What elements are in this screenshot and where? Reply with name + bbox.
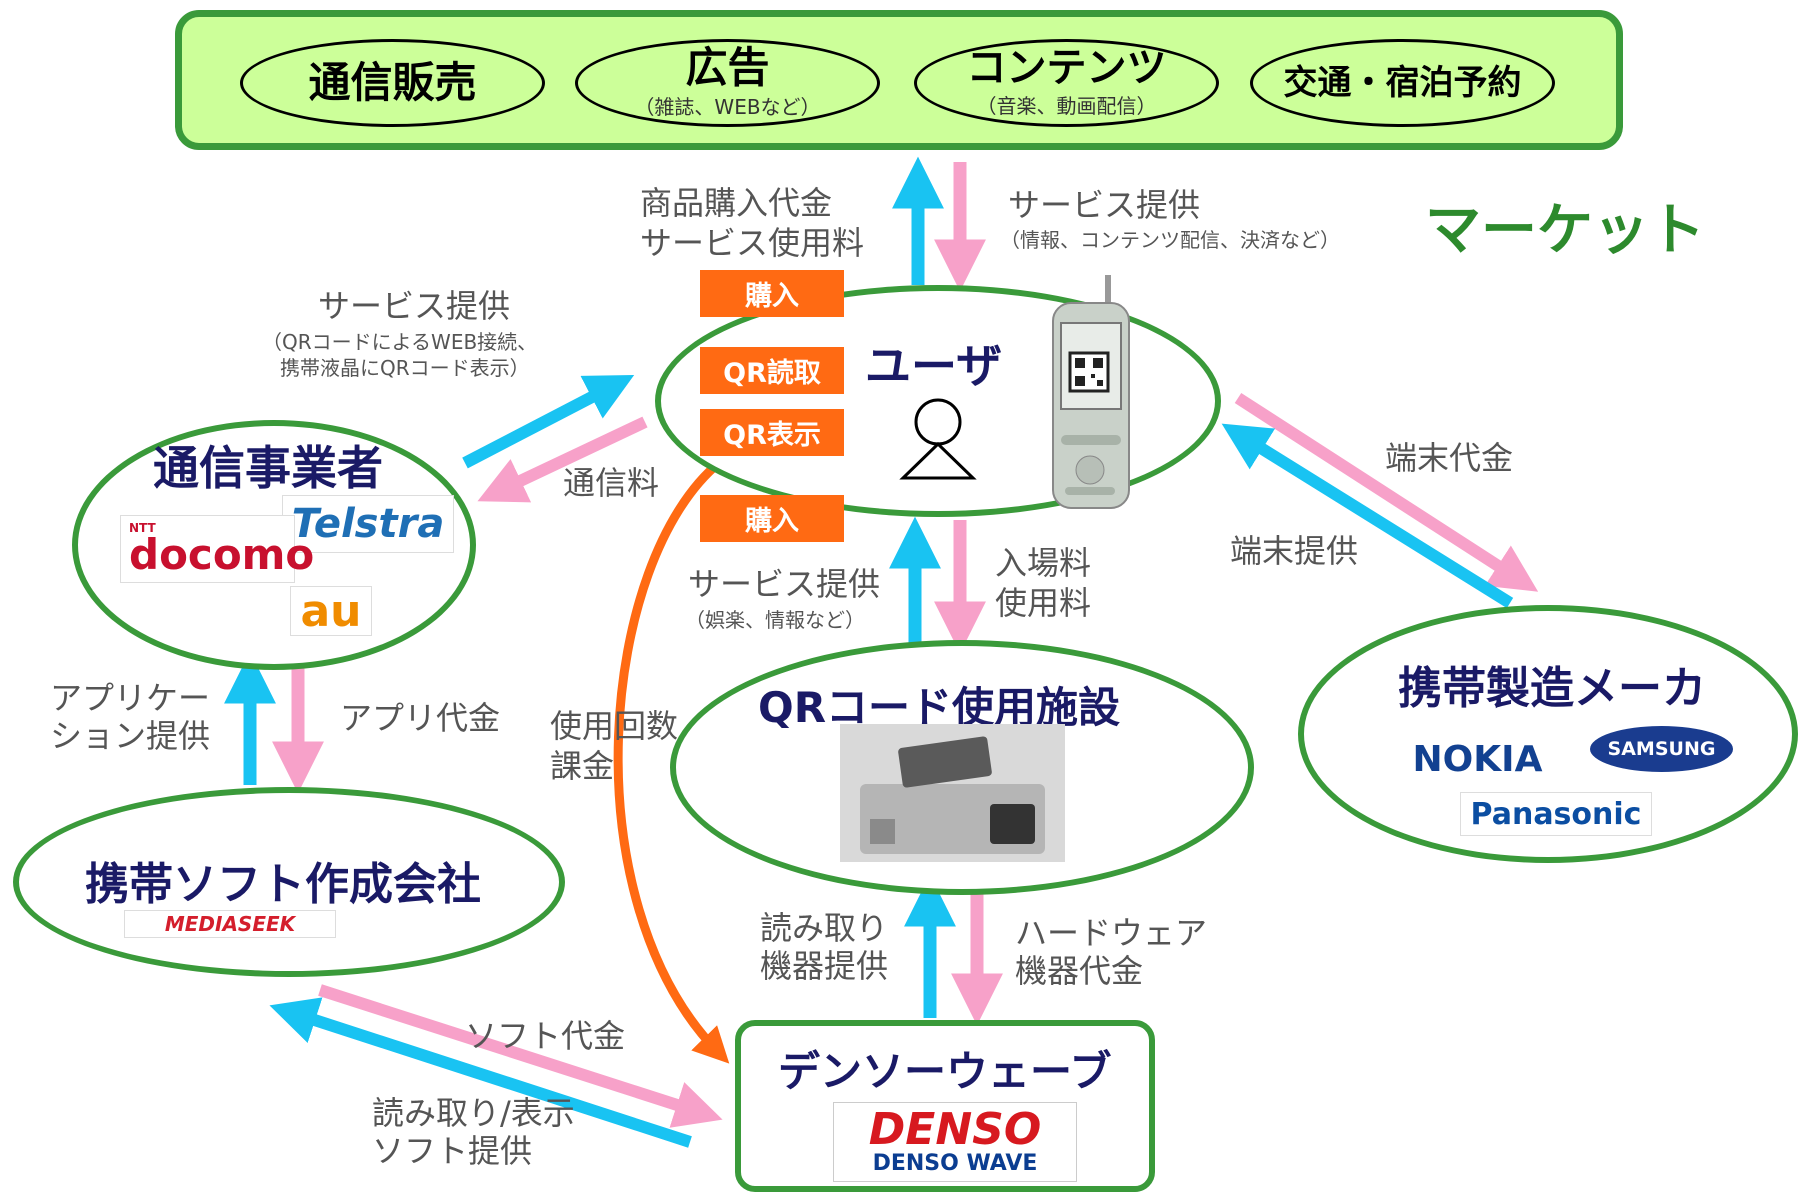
market-item-contents: コンテンツ （音楽、動画配信）	[914, 39, 1219, 127]
label-carrier-service-detail-1: （QRコードによるWEB接続、	[262, 330, 538, 354]
arrow-soft-to-denso	[318, 984, 723, 1128]
au-logo-text: au	[300, 585, 362, 637]
mediaseek-logo: MEDIASEEK	[124, 910, 336, 938]
label-carrier-service: サービス提供	[318, 287, 511, 325]
market-item-title: 交通・宿泊予約	[1283, 63, 1522, 103]
qr-reader-photo	[840, 724, 1065, 862]
label-terminal-price: 端末代金	[1385, 439, 1514, 477]
label-facility-service: サービス提供	[688, 565, 881, 603]
market-item-subtitle: （音楽、動画配信）	[976, 93, 1157, 118]
arrow-user-to-maker	[1234, 392, 1539, 592]
badge-qr-read: QR読取	[700, 347, 844, 394]
label-terminal-provide: 端末提供	[1230, 532, 1359, 570]
label-soft-provide-2: ソフト提供	[372, 1132, 533, 1170]
docomo-logo-text: docomo	[129, 530, 315, 579]
samsung-logo: SAMSUNG	[1590, 726, 1733, 772]
market-item-title: 広告	[685, 42, 770, 92]
label-reader-provide-1: 読み取り	[760, 909, 889, 947]
label-usage-billing-1: 使用回数	[550, 707, 679, 745]
user-icon	[899, 398, 977, 480]
nokia-logo: NOKIA	[1390, 738, 1565, 780]
label-hardware-price-2: 機器代金	[1015, 952, 1144, 990]
label-app-provide-1: アプリケー	[50, 679, 211, 717]
denso-logo: DENSO DENSO WAVE	[833, 1102, 1077, 1182]
denso-title: デンソーウェーブ	[778, 1047, 1112, 1096]
denso-logo-text: DENSO	[868, 1103, 1042, 1155]
panasonic-logo-text: Panasonic	[1470, 796, 1642, 832]
market-box: 通信販売 広告 （雑誌、WEBなど） コンテンツ （音楽、動画配信） 交通・宿泊…	[175, 10, 1623, 150]
market-item-mail-order: 通信販売	[240, 39, 545, 127]
docomo-logo: NTT docomo	[120, 515, 314, 583]
arrow-maker-to-user	[1221, 423, 1514, 609]
badge-purchase-bottom: 購入	[700, 495, 844, 542]
nokia-logo-text: NOKIA	[1412, 738, 1543, 780]
mobile-phone-icon	[1052, 275, 1130, 509]
panasonic-logo: Panasonic	[1460, 792, 1652, 836]
soft-company-node	[13, 787, 565, 977]
label-comm-fee: 通信料	[563, 464, 660, 502]
market-label: マーケット	[1425, 198, 1705, 263]
label-market-payment-1: 商品購入代金	[640, 184, 833, 222]
market-item-travel-booking: 交通・宿泊予約	[1250, 39, 1555, 127]
label-facility-service-detail: （娯楽、情報など）	[685, 608, 865, 632]
label-entry-fee-2: 使用料	[995, 584, 1092, 622]
denso-wave-logo-text: DENSO WAVE	[872, 1150, 1038, 1176]
telstra-logo: Telstra	[282, 495, 454, 553]
arrow-denso-to-soft	[269, 997, 692, 1148]
mediaseek-logo-text: MEDIASEEK	[164, 912, 296, 936]
telstra-logo-text: Telstra	[291, 501, 445, 547]
docomo-logo-ntt: NTT	[129, 521, 156, 535]
label-usage-billing-2: 課金	[550, 747, 615, 785]
arrow-usage-billing	[613, 458, 730, 1064]
badge-purchase-top: 購入	[700, 270, 844, 317]
label-soft-price: ソフト代金	[465, 1017, 626, 1055]
label-carrier-service-detail-2: 携帯液晶にQRコード表示）	[280, 356, 530, 380]
au-logo: au	[290, 585, 372, 637]
arrow-user-to-carrier	[477, 416, 648, 503]
arrow-carrier-to-user	[462, 375, 635, 469]
market-item-subtitle: （雑誌、WEBなど）	[634, 94, 821, 119]
maker-title: 携帯製造メーカ	[1398, 663, 1706, 714]
label-market-service: サービス提供	[1008, 186, 1201, 224]
carrier-title: 通信事業者	[153, 441, 383, 495]
label-soft-provide-1: 読み取り/表示	[372, 1094, 575, 1132]
user-title: ユーザ	[865, 339, 1003, 393]
market-item-advertising: 広告 （雑誌、WEBなど）	[575, 39, 880, 127]
market-item-title: 通信販売	[308, 58, 477, 107]
label-app-price: アプリ代金	[340, 699, 501, 737]
label-market-service-detail: （情報、コンテンツ配信、決済など）	[1000, 228, 1340, 252]
badge-qr-show: QR表示	[700, 409, 844, 456]
label-reader-provide-2: 機器提供	[760, 947, 889, 985]
label-hardware-price-1: ハードウェア	[1015, 914, 1208, 952]
label-market-payment-2: サービス使用料	[640, 224, 865, 262]
samsung-logo-text: SAMSUNG	[1607, 738, 1716, 760]
facility-title: QRコード使用施設	[758, 683, 1121, 732]
soft-company-title: 携帯ソフト作成会社	[85, 859, 481, 910]
market-item-title: コンテンツ	[966, 44, 1167, 91]
label-app-provide-2: ション提供	[50, 717, 211, 755]
label-entry-fee-1: 入場料	[995, 544, 1092, 582]
